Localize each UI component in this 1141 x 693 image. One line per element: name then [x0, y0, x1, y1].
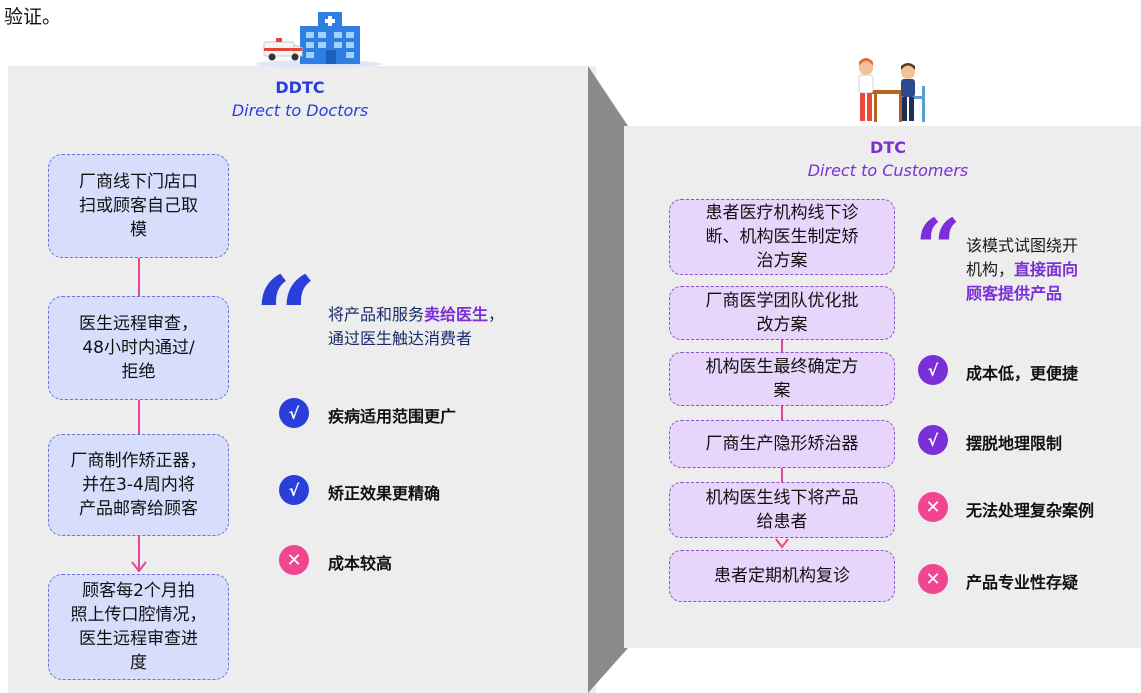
dtc-connector-1	[781, 340, 783, 352]
ddtc-quote-text: 将产品和服务卖给医生， 通过医生触达消费者	[328, 303, 568, 351]
ddtc-title: DDTC	[275, 78, 325, 97]
ambulance-icon	[263, 38, 303, 61]
dtc-con-2: 产品专业性存疑	[966, 573, 1079, 592]
step-line: 扫或顾客自己取	[79, 196, 198, 216]
panel-divider-wedge	[588, 66, 628, 693]
step-line: 度	[130, 653, 147, 673]
step-line: 拒绝	[121, 362, 156, 382]
quote-highlight: 顾客提供产品	[966, 284, 1063, 303]
hospital-icon	[254, 12, 382, 68]
ddtc-pro-1: 疾病适用范围更广	[328, 407, 457, 426]
step-line: 患者医疗机构线下诊	[705, 203, 859, 223]
step-line: 厂商制作矫正器，	[70, 451, 207, 471]
dtc-step-4: 厂商生产隐形矫治器	[669, 420, 895, 468]
ddtc-pro-2: 矫正效果更精确	[328, 484, 441, 503]
dtc-quote-text: 该模式试图绕开 机构，直接面向 顾客提供产品	[966, 234, 1136, 306]
dtc-con-1: 无法处理复杂案例	[966, 501, 1095, 520]
step-line: 案	[773, 381, 791, 401]
dtc-step-1: 患者医疗机构线下诊断、机构医生制定矫治方案	[669, 199, 895, 275]
step-line: 医生远程审查进	[79, 629, 198, 649]
dtc-connector-2	[781, 406, 783, 420]
check-icon: √	[279, 475, 309, 505]
step-line: 顾客每2个月拍	[82, 581, 195, 601]
quote-part: 机构，	[966, 260, 1015, 279]
dtc-step-5: 机构医生线下将产品给患者	[669, 482, 895, 538]
dtc-title: DTC	[870, 138, 906, 157]
step-line: 机构医生最终确定方	[705, 357, 859, 377]
step-line: 模	[130, 220, 147, 240]
consultation-icon	[858, 58, 925, 122]
ddtc-subtitle: Direct to Doctors	[231, 101, 369, 120]
step-line: 厂商生产隐形矫治器	[705, 434, 859, 454]
quote-highlight: 直接面向	[1014, 260, 1079, 279]
ddtc-step-3: 厂商制作矫正器， 并在3-4周内将产品邮寄给顾客	[48, 434, 229, 536]
step-line: 并在3-4周内将	[82, 475, 195, 495]
quote-line: 通过医生触达消费者	[328, 329, 473, 348]
check-icon: √	[918, 425, 948, 455]
ddtc-connector-1	[138, 258, 140, 296]
dtc-subtitle: Direct to Customers	[807, 161, 969, 180]
ddtc-con-1: 成本较高	[328, 554, 393, 573]
dtc-arrow-down-icon	[775, 538, 789, 549]
dtc-step-2: 厂商医学团队优化批改方案	[669, 286, 895, 340]
ddtc-step-4: 顾客每2个月拍照上传口腔情况， 医生远程审查进度	[48, 574, 229, 680]
step-line: 机构医生线下将产品	[705, 488, 859, 508]
top-caption: 验证。	[4, 6, 62, 28]
check-icon: √	[918, 355, 948, 385]
dtc-pro-1: 成本低，更便捷	[966, 364, 1079, 383]
check-icon: √	[279, 398, 309, 428]
step-line: 照上传口腔情况，	[70, 605, 207, 625]
step-line: 厂商医学团队优化批	[705, 291, 859, 311]
step-line: 治方案	[756, 251, 808, 271]
cross-icon: ✕	[279, 545, 309, 575]
cross-icon: ✕	[918, 492, 948, 522]
step-line: 断、机构医生制定矫	[705, 227, 859, 247]
step-line: 厂商线下门店口	[79, 172, 198, 192]
dtc-pro-2: 摆脱地理限制	[966, 434, 1063, 453]
quote-line: 该模式试图绕开	[966, 236, 1079, 255]
quote-part: ，	[488, 305, 505, 324]
ddtc-step-2: 医生远程审查， 48小时内通过/拒绝	[48, 296, 229, 400]
cross-icon: ✕	[918, 564, 948, 594]
ddtc-arrow-down-icon	[131, 536, 147, 573]
step-line: 患者定期机构复诊	[714, 566, 850, 586]
quote-highlight: 卖给医生	[424, 305, 489, 324]
dtc-step-3: 机构医生最终确定方案	[669, 352, 895, 406]
step-line: 改方案	[756, 315, 808, 335]
quote-part: 将产品和服务	[328, 305, 425, 324]
step-line: 48小时内通过/	[82, 338, 195, 358]
ddtc-connector-2	[138, 400, 140, 434]
dtc-connector-3	[781, 468, 783, 482]
dtc-quote-mark-icon: “	[915, 201, 962, 295]
ddtc-quote-mark-icon: “	[254, 252, 318, 381]
ddtc-step-1: 厂商线下门店口扫或顾客自己取模	[48, 154, 229, 258]
step-line: 产品邮寄给顾客	[79, 499, 198, 519]
step-line: 给患者	[756, 512, 808, 532]
step-line: 医生远程审查，	[79, 314, 198, 334]
dtc-step-6: 患者定期机构复诊	[669, 550, 895, 602]
